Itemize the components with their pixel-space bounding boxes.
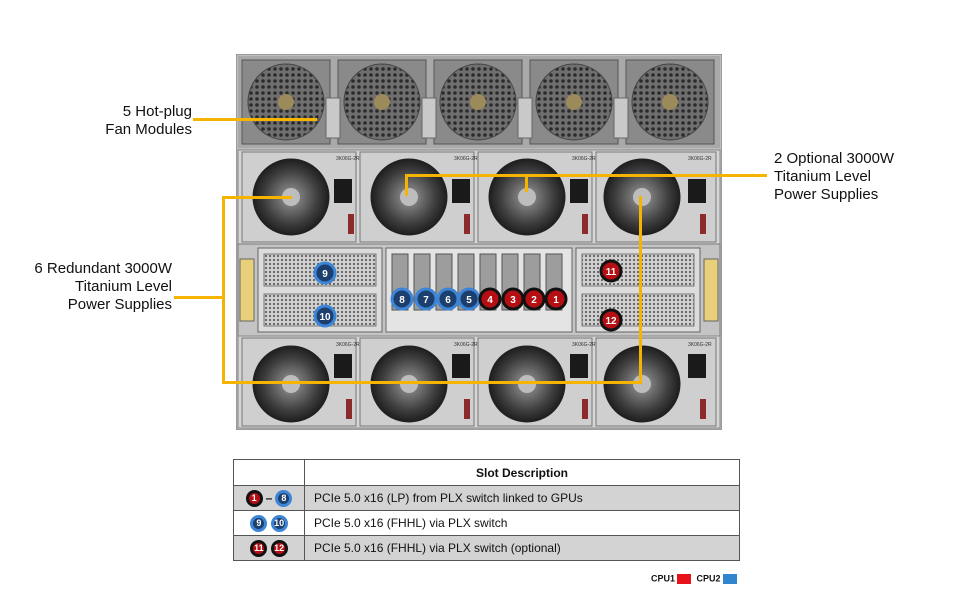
slot-marker-9: 9 (313, 261, 337, 285)
psu-model-tag: 3K06G-2R (572, 342, 596, 348)
cpu2-swatch (722, 573, 737, 584)
table-header-label: Slot Description (304, 459, 740, 486)
server-rear-view: 3K06G-2R 3K06G-2R 3K06G-2R 3K06G-2R (236, 54, 722, 430)
svg-text:1: 1 (553, 295, 559, 306)
slot-marker-3: 3 (501, 287, 525, 311)
svg-text:9: 9 (322, 269, 328, 280)
redundant-psu-label: 6 Redundant 3000W Titanium Level Power S… (34, 260, 172, 313)
slot-marker-7: 7 (414, 287, 438, 311)
table-row: 1–8 PCIe 5.0 x16 (LP) from PLX switch li… (233, 485, 740, 511)
slot-marker-6: 6 (436, 287, 460, 311)
psu-row-top: 3K06G-2R 3K06G-2R 3K06G-2R 3K06G-2R (237, 149, 721, 245)
slot-badge: 11 (250, 539, 268, 557)
io-section (237, 243, 721, 337)
slot-description: PCIe 5.0 x16 (LP) from PLX switch linked… (304, 485, 740, 511)
fan-modules-label: 5 Hot-plug Fan Modules (105, 103, 192, 138)
power-supply[interactable]: 3K06G-2R (359, 151, 478, 243)
cpu2-legend-label: CPU2 (696, 573, 721, 584)
slot-marker-8: 8 (390, 287, 414, 311)
fan-module-row (238, 56, 720, 148)
fan-module[interactable] (625, 59, 715, 145)
slot-badge: 12 (270, 539, 288, 557)
slot-marker-10: 10 (313, 304, 337, 328)
svg-text:10: 10 (319, 312, 331, 323)
slot-badge: 8 (275, 489, 293, 507)
psu-model-tag: 3K06G-2R (688, 156, 712, 162)
fan-module[interactable] (337, 59, 427, 145)
slot-marker-5: 5 (457, 287, 481, 311)
psu-model-tag: 3K06G-2R (572, 156, 596, 162)
svg-text:2: 2 (531, 295, 537, 306)
range-dash: – (265, 491, 273, 505)
cpu1-legend-label: CPU1 (651, 573, 676, 584)
cpu-legend: CPU1 CPU2 (651, 573, 740, 584)
svg-text:5: 5 (466, 295, 472, 306)
psu-model-tag: 3K06G-2R (336, 156, 360, 162)
slot-description-table: Slot Description 1–8 PCIe 5.0 x16 (LP) f… (233, 459, 740, 561)
slot-marker-2: 2 (522, 287, 546, 311)
psu-model-tag: 3K06G-2R (336, 342, 360, 348)
slot-marker-11: 11 (599, 259, 623, 283)
slot-badge-cell: 9 10 (233, 510, 305, 536)
power-supply[interactable]: 3K06G-2R (595, 151, 717, 243)
svg-text:11: 11 (606, 267, 617, 278)
svg-text:6: 6 (445, 295, 451, 306)
psu-model-tag: 3K06G-2R (688, 342, 712, 348)
slot-marker-1: 1 (544, 287, 568, 311)
fan-module[interactable] (433, 59, 523, 145)
slot-description: PCIe 5.0 x16 (FHHL) via PLX switch (opti… (304, 535, 740, 561)
slot-description: PCIe 5.0 x16 (FHHL) via PLX switch (304, 510, 740, 536)
psu-model-tag: 3K06G-2R (454, 342, 478, 348)
table-row: 11 12 PCIe 5.0 x16 (FHHL) via PLX switch… (233, 535, 740, 561)
optional-psu-callout-drop-left (405, 174, 408, 196)
svg-text:4: 4 (487, 295, 493, 306)
svg-text:7: 7 (423, 295, 429, 306)
cpu1-swatch (677, 573, 692, 584)
slot-badge-cell: 11 12 (233, 535, 305, 561)
slot-badge: 1 (245, 489, 263, 507)
optional-psu-callout-drop-mid (525, 174, 528, 192)
slot-badge: 10 (270, 514, 288, 532)
fan-module[interactable] (529, 59, 619, 145)
table-row: 9 10 PCIe 5.0 x16 (FHHL) via PLX switch (233, 510, 740, 536)
svg-text:3: 3 (510, 295, 516, 306)
optional-psu-callout-line (405, 174, 767, 177)
optional-psu-label: 2 Optional 3000W Titanium Level Power Su… (774, 150, 895, 203)
redundant-psu-callout-line (174, 296, 224, 299)
svg-text:8: 8 (399, 295, 405, 306)
fan-module[interactable] (241, 59, 331, 145)
svg-text:12: 12 (605, 316, 617, 327)
psu-model-tag: 3K06G-2R (454, 156, 478, 162)
slot-marker-4: 4 (478, 287, 502, 311)
slot-badge-cell: 1–8 (233, 485, 305, 511)
redundant-psu-bracket-bottom (222, 381, 642, 384)
redundant-psu-bracket-vertical-right (639, 196, 642, 384)
slot-badge: 9 (250, 514, 268, 532)
fan-callout-line (193, 118, 317, 121)
slot-marker-12: 12 (599, 308, 623, 332)
redundant-psu-bracket-top (222, 196, 292, 199)
power-supply[interactable]: 3K06G-2R (477, 151, 596, 243)
redundant-psu-bracket-vertical-left (222, 196, 225, 384)
table-header-row: Slot Description (233, 459, 740, 486)
table-header-icon-cell (233, 459, 305, 486)
